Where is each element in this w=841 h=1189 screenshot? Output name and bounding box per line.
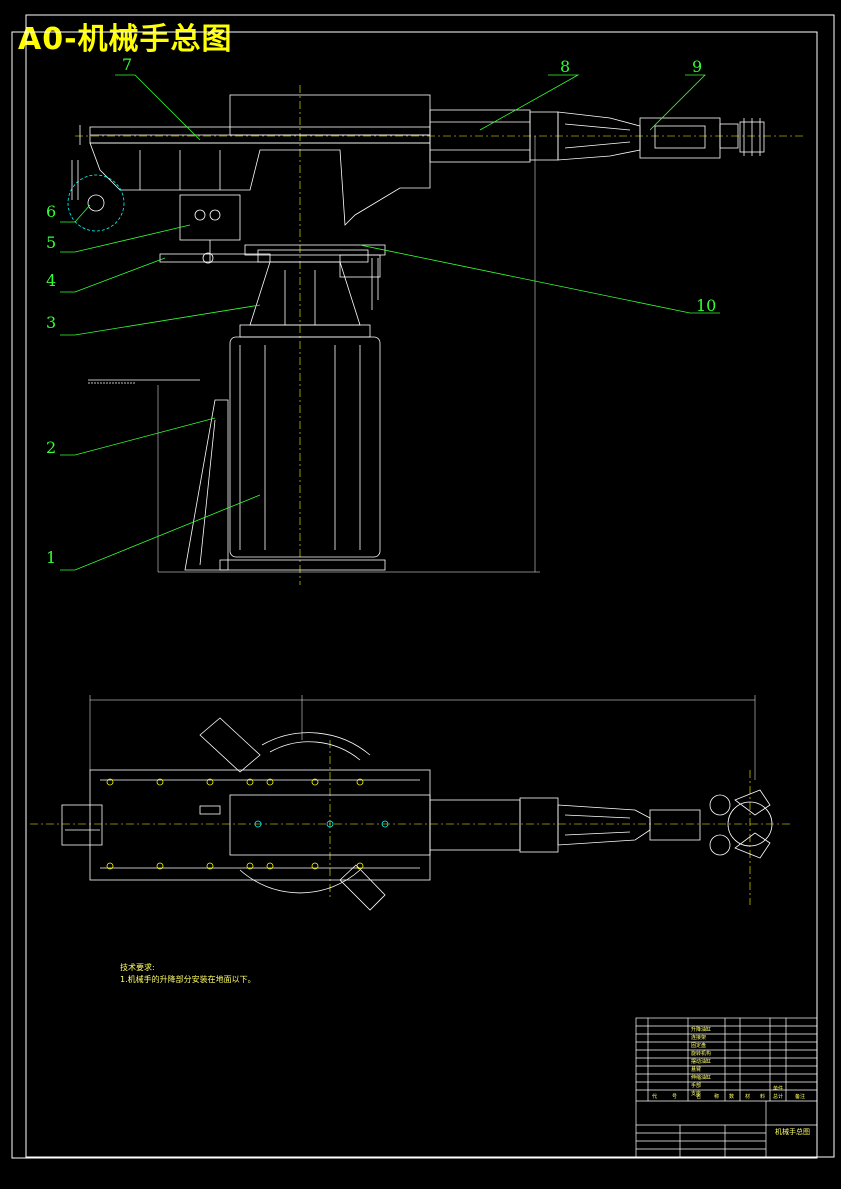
callout-9: 9 (692, 57, 702, 76)
part-row-8: 手部 (691, 1082, 701, 1089)
callout-4: 4 (46, 271, 56, 290)
part-row-2: 连接架 (691, 1034, 706, 1041)
callout-1: 1 (46, 548, 56, 567)
elevation-view (67, 85, 805, 585)
callout-2: 2 (46, 438, 56, 457)
drawing-name: 机械手总图 (775, 1127, 810, 1136)
notes-heading: 技术要求: (120, 963, 155, 972)
header-daihao-2: 号 (672, 1094, 677, 1100)
title-block (635, 1017, 818, 1159)
part-row-1: 升降油缸 (691, 1026, 711, 1033)
header-beizhu: 备注 (795, 1093, 805, 1100)
callout-7: 7 (122, 55, 132, 74)
part-row-5: 摆动油缸 (691, 1058, 711, 1065)
callout-5: 5 (46, 233, 56, 252)
plan-view (30, 695, 790, 911)
part-row-9: 支座 (691, 1090, 701, 1097)
header-mingcheng-1: 名 (696, 1093, 701, 1100)
header-daihao-1: 代 (652, 1093, 657, 1100)
header-mingcheng-2: 称 (714, 1093, 719, 1100)
header-zongji: 总计 (773, 1093, 783, 1100)
outer-frame (25, 14, 835, 1158)
header-cailiao-2: 料 (760, 1093, 765, 1100)
title-block-header: 代 号 名 称 数 材 料 单件 总计 备注 机械手总图 (652, 1085, 810, 1136)
callout-10: 10 (696, 296, 716, 315)
callout-leaders (60, 74, 720, 571)
drawing-title: A0-机械手总图 (18, 22, 233, 57)
part-row-7: 伸缩油缸 (691, 1074, 711, 1081)
part-row-6: 悬臂 (691, 1066, 701, 1073)
header-shuliang: 数 (729, 1093, 734, 1100)
plan-bolts (106, 778, 389, 870)
header-cailiao-1: 材 (745, 1093, 750, 1100)
callout-3: 3 (46, 313, 56, 332)
notes-line-1: 1.机械手的升降部分安装在地面以下。 (120, 975, 256, 984)
callout-8: 8 (560, 57, 570, 76)
parts-list: 升降油缸 连接架 固定盘 旋转机构 摆动油缸 悬臂 伸缩油缸 手部 支座 (691, 1026, 711, 1097)
part-row-4: 旋转机构 (691, 1050, 711, 1057)
technical-notes: 技术要求: 1.机械手的升降部分安装在地面以下。 (120, 962, 256, 986)
inner-frame (11, 31, 818, 1159)
part-row-3: 固定盘 (691, 1042, 706, 1049)
header-danjian: 单件 (773, 1085, 783, 1092)
callout-labels: 1 2 3 4 5 6 7 8 9 10 (46, 55, 716, 567)
callout-6: 6 (46, 202, 56, 221)
